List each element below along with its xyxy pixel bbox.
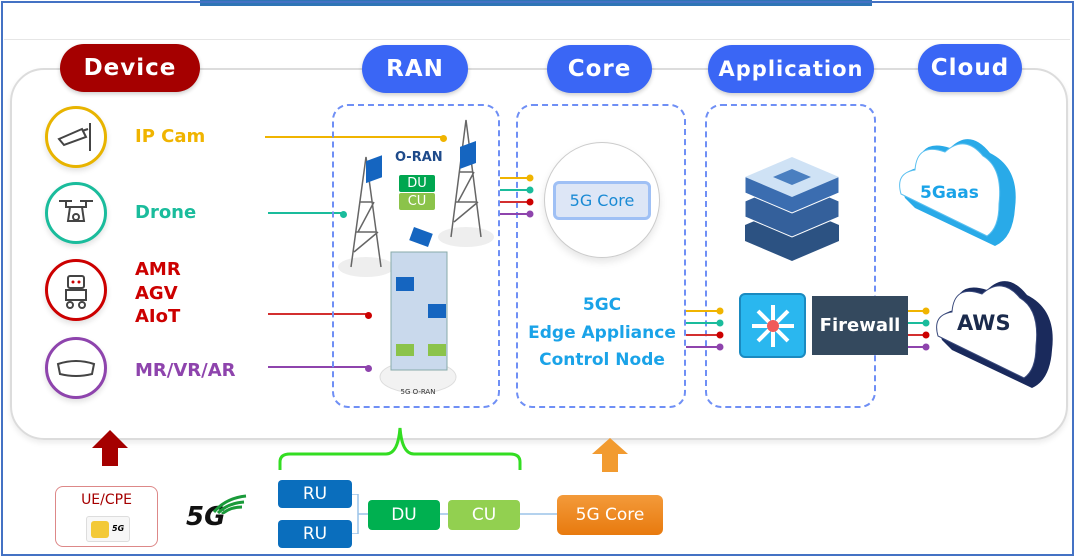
cloud-5gaas-label: 5Gaas [920,183,979,203]
drone-link [268,212,342,214]
vr-headset-icon [45,337,107,399]
device-label-mr-vr-ar: MR/VR/AR [135,360,236,381]
core-app-connectors [686,307,724,351]
core-text-edge: Edge Appliance [528,323,676,343]
drone-icon [45,182,107,244]
sim-5g-label: 5G [112,524,125,533]
ru-box-1: RU [278,480,352,508]
switch-icon [739,293,806,358]
cloud-aws-label: AWS [957,311,1011,335]
amr-link [268,313,367,315]
application-group [705,104,876,408]
robot-icon [45,259,107,321]
mr-link [268,366,367,368]
device-up-arrow-icon [92,430,128,466]
header-divider [4,39,1070,40]
ran-pill: RAN [362,45,468,93]
device-label-agv: AGV [135,283,178,304]
ru-box-2: RU [278,520,352,548]
core-text-control: Control Node [539,350,665,370]
ran-core-connectors [500,174,534,218]
ran-tower-illustration: 5G O-RAN [338,119,494,396]
svg-text:5G O-RAN: 5G O-RAN [401,388,436,396]
ue-cpe-label: UE/CPE [81,492,132,508]
firewall-cloud-connectors [906,307,930,351]
device-pill: Device [60,44,200,92]
bottom-connectors [352,494,558,534]
link-dot [440,134,447,142]
core-text-5gc: 5GC [582,295,622,315]
ran-group [332,104,500,408]
cloud-5gaas-icon [899,139,1016,246]
cu-box: CU [448,500,520,530]
firewall-box: Firewall [812,296,908,355]
ran-brace [278,427,522,470]
cloud-aws-icon [936,281,1053,388]
link-dot [365,311,372,319]
link-dot [340,210,347,218]
du-box: DU [368,500,440,530]
server-stack-icon [744,156,840,261]
sim-card-icon: 5G [86,516,130,542]
device-label-ip-cam: IP Cam [135,126,206,147]
device-label-aiot: AIoT [135,306,181,327]
ran-du-badge: DU [399,175,435,192]
5g-core-box: 5G Core [557,495,663,535]
5g-signal-icon [212,494,247,514]
core-group [516,104,686,408]
ran-cu-badge: CU [399,193,435,210]
link-dot [365,364,372,372]
ue-cpe-box: UE/CPE 5G [55,486,158,547]
top-accent-bar [200,0,872,6]
cctv-camera-icon [45,106,107,168]
application-pill: Application [708,45,874,93]
architecture-panel [10,68,1068,440]
ip-cam-link [265,136,442,138]
core-up-arrow-icon [592,438,628,472]
device-label-amr: AMR [135,259,181,280]
5g-core-button[interactable]: 5G Core [553,181,651,220]
oran-logo: O-RAN [395,150,443,165]
core-pill: Core [547,45,652,93]
device-label-drone: Drone [135,202,197,223]
cloud-pill: Cloud [918,44,1022,92]
